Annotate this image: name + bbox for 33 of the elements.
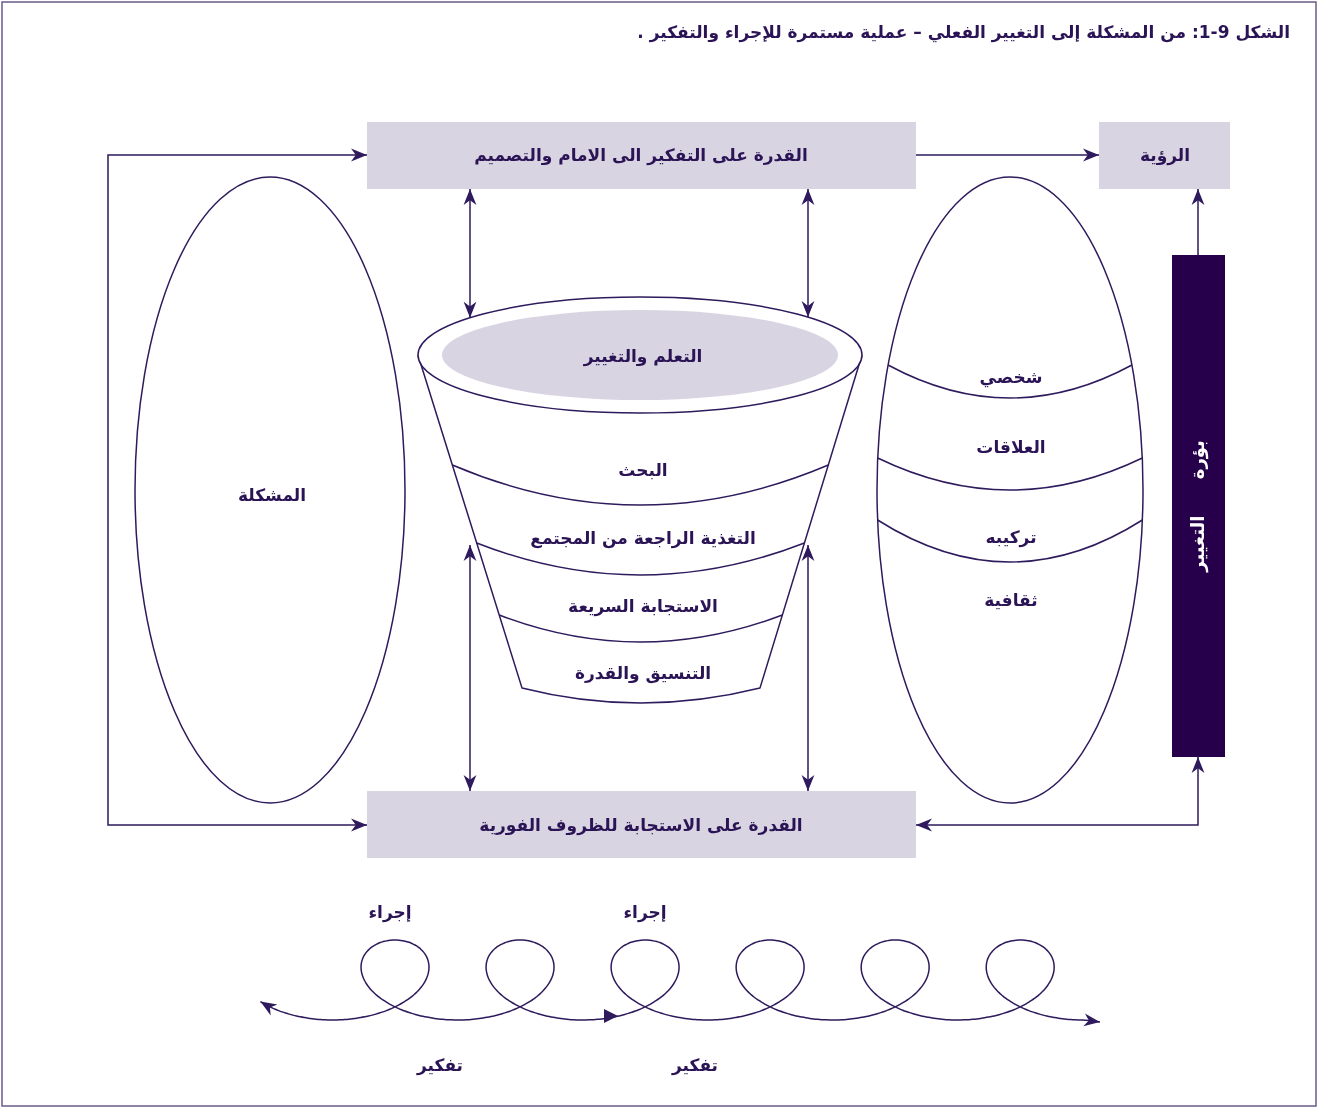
arrow: [801, 188, 815, 318]
node-label: التغذية الراجعة من المجتمع: [530, 527, 756, 549]
vertical-bar: [1172, 255, 1225, 757]
node-label: القدرة على التفكير الى الامام والتصميم: [474, 144, 808, 166]
process-box: [367, 791, 916, 858]
node-label: تركيبه: [985, 526, 1037, 548]
ellipse-shape: [135, 177, 405, 803]
node-label: المشكلة: [238, 484, 306, 506]
node-label: البحث: [618, 459, 668, 481]
arrow: [463, 188, 477, 319]
node-label: الاستجابة السريعة: [568, 595, 718, 617]
node-label: الرؤية: [1140, 144, 1190, 166]
node-label: التعلم والتغيير: [583, 345, 703, 367]
arrow: [915, 756, 1205, 832]
node-label: القدرة على الاستجابة للظروف الفورية: [479, 814, 803, 836]
spiral-label: إجراء: [623, 901, 667, 923]
node-label: ثقافية: [984, 589, 1038, 611]
arrow: [463, 544, 477, 792]
process-box: [367, 122, 916, 189]
node-label: شخصي: [979, 366, 1043, 388]
banded-ellipse: [877, 177, 1143, 803]
arrow: [1191, 188, 1205, 256]
node-label: التنسيق والقدرة: [574, 662, 712, 684]
spiral-label: تفكير: [417, 1054, 463, 1076]
arrow: [915, 148, 1100, 162]
spiral-label: تفكير: [672, 1054, 718, 1076]
node-label: العلاقات: [976, 436, 1046, 458]
arrow: [801, 544, 815, 792]
arrow: [107, 148, 368, 832]
figure-title: الشكل 9-1: من المشكلة إلى التغيير الفعلي – عملية مستمرة للإجراء والتفكير .: [637, 22, 1290, 42]
spiral-label: إجراء: [368, 901, 412, 923]
process-box: [1099, 122, 1230, 189]
vertical-label: بؤرة التغيير: [1187, 440, 1209, 572]
